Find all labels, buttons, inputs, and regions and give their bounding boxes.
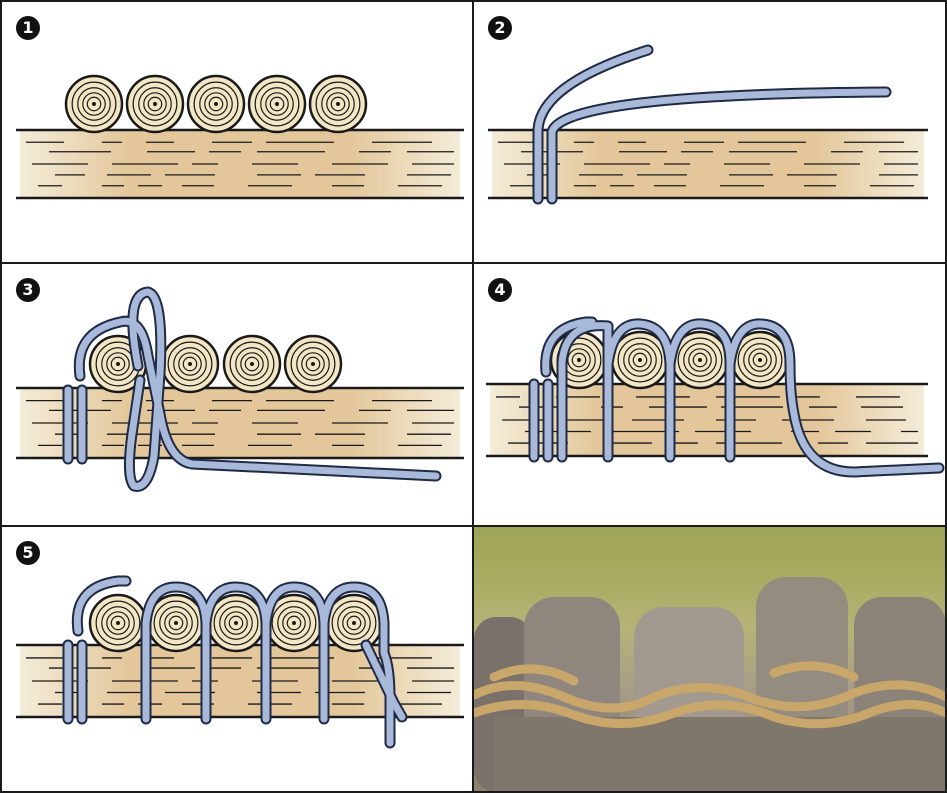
rope-segment	[142, 583, 210, 723]
pole-icon	[16, 128, 464, 200]
step-4-illustration	[486, 316, 945, 478]
rope-segment	[542, 318, 596, 376]
step-number-5: 5	[16, 541, 40, 565]
rope-segment	[604, 320, 674, 461]
log-end-icon	[222, 334, 282, 394]
log-row	[88, 593, 384, 653]
rope-segment	[73, 577, 130, 635]
rope-segment	[75, 317, 440, 480]
rope-segment	[534, 46, 652, 203]
log-end-icon	[146, 593, 206, 653]
rope-segment	[202, 583, 270, 723]
photo-log-ends	[474, 577, 945, 791]
log-end-icon	[264, 593, 324, 653]
log-end-icon	[160, 334, 220, 394]
step-number-4: 4	[488, 278, 512, 302]
rope-segment	[726, 320, 794, 368]
rope-segment	[666, 320, 734, 461]
log-end-icon	[64, 74, 124, 134]
rope-segment	[262, 583, 328, 723]
panel-step-4: 4	[473, 263, 947, 526]
rope-icon	[62, 286, 442, 492]
step-1-illustration	[16, 74, 464, 200]
log-row	[64, 74, 368, 134]
panel-step-3: 3	[0, 263, 473, 526]
rope-icon	[62, 575, 408, 749]
panel-step-1: 1	[0, 0, 473, 263]
step-3-illustration	[16, 286, 464, 492]
log-end-icon	[308, 74, 368, 134]
step-number-1: 1	[16, 16, 40, 40]
step-5-illustration	[16, 575, 464, 749]
log-end-icon	[247, 74, 307, 134]
rope-segment	[125, 288, 165, 490]
rope-icon	[532, 44, 892, 205]
log-end-icon	[206, 593, 266, 653]
panel-step-5: 5	[0, 526, 473, 793]
rope-segment	[558, 322, 612, 461]
log-end-icon	[125, 74, 185, 134]
rope-segment	[320, 583, 388, 657]
step-number-2: 2	[488, 16, 512, 40]
photo-illustration	[474, 577, 945, 791]
panel-step-2: 2	[473, 0, 947, 263]
step-number-3: 3	[16, 278, 40, 302]
rope-segment	[786, 360, 943, 476]
rope-segment	[362, 641, 406, 721]
photo-lashed-logs	[473, 526, 947, 793]
rope-segment	[548, 88, 890, 203]
log-end-icon	[283, 334, 343, 394]
rope-icon	[528, 316, 945, 478]
photo-twine	[474, 661, 945, 729]
log-row	[88, 334, 343, 394]
log-end-icon	[186, 74, 246, 134]
step-2-illustration	[488, 44, 928, 205]
log-end-icon	[88, 593, 148, 653]
pole-icon	[16, 386, 464, 460]
pole-icon	[488, 128, 928, 200]
